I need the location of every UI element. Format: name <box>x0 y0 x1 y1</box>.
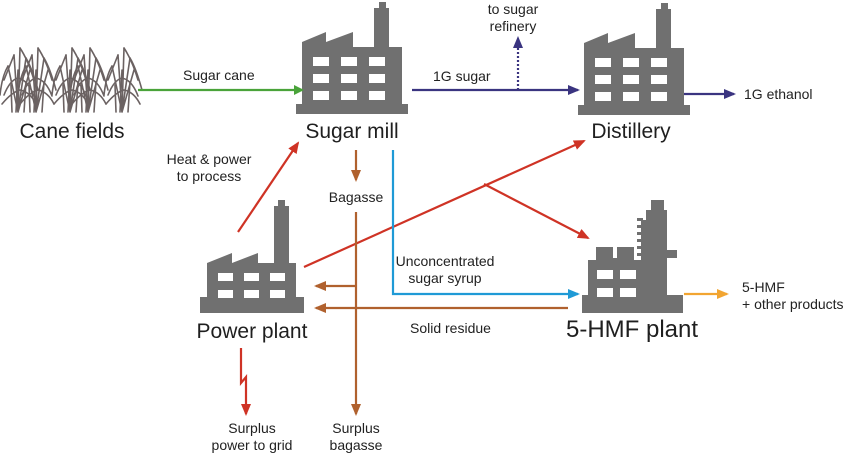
surplus-power-label: Surplus power to grid <box>212 420 293 454</box>
sugar-cane-label: Sugar cane <box>183 67 255 83</box>
heat-power-label: Heat & power to process <box>167 151 252 185</box>
heat-power-line2: to process <box>176 168 242 184</box>
heat-power-line1: Heat & power <box>166 151 252 167</box>
power-to-distillery-arrow <box>303 139 586 269</box>
surplus-power-line2: power to grid <box>211 437 293 453</box>
ethanol-label: 1G ethanol <box>744 86 813 102</box>
hmf-output-line1: 5-HMF <box>742 279 785 295</box>
syrup-line1: Unconcentrated <box>395 253 495 269</box>
sugar-mill-icon <box>296 2 408 114</box>
syrup-line2: sugar syrup <box>408 270 482 286</box>
surplus-bagasse-line2: bagasse <box>329 437 383 453</box>
distillery-label: Distillery <box>591 120 671 143</box>
to-refinery-line2: refinery <box>489 18 537 34</box>
surplus-bagasse-line1: Surplus <box>332 420 380 436</box>
first-gen-sugar-label: 1G sugar <box>433 68 491 84</box>
surplus-power-line1: Surplus <box>228 420 276 436</box>
hmf-output-line2: + other products <box>742 296 844 312</box>
heat-power-arrow <box>237 141 300 233</box>
bagasse-label: Bagasse <box>328 189 384 205</box>
distillery-icon <box>578 3 690 115</box>
syrup-label: Unconcentrated sugar syrup <box>396 253 495 287</box>
solid-residue-label: Solid residue <box>410 320 491 336</box>
syrup-arrow <box>391 150 580 299</box>
hmf-plant-label: 5-HMF plant <box>565 316 699 343</box>
cane-fields-icon <box>0 47 143 113</box>
hmf-plant-icon <box>582 200 683 313</box>
to-refinery-line1: to sugar <box>487 1 539 17</box>
surplus-bagasse-label: Surplus bagasse <box>330 420 383 454</box>
power-to-hmf-arrow <box>483 183 590 239</box>
power-plant-label: Power plant <box>196 320 308 343</box>
hmf-output-label: 5-HMF + other products <box>742 279 844 313</box>
surplus-power-arrow <box>239 348 251 416</box>
cane-fields-label: Cane fields <box>19 120 125 143</box>
sugar-mill-label: Sugar mill <box>305 120 399 143</box>
power-plant-icon <box>200 200 304 313</box>
to-refinery-label: to sugar refinery <box>488 1 539 35</box>
